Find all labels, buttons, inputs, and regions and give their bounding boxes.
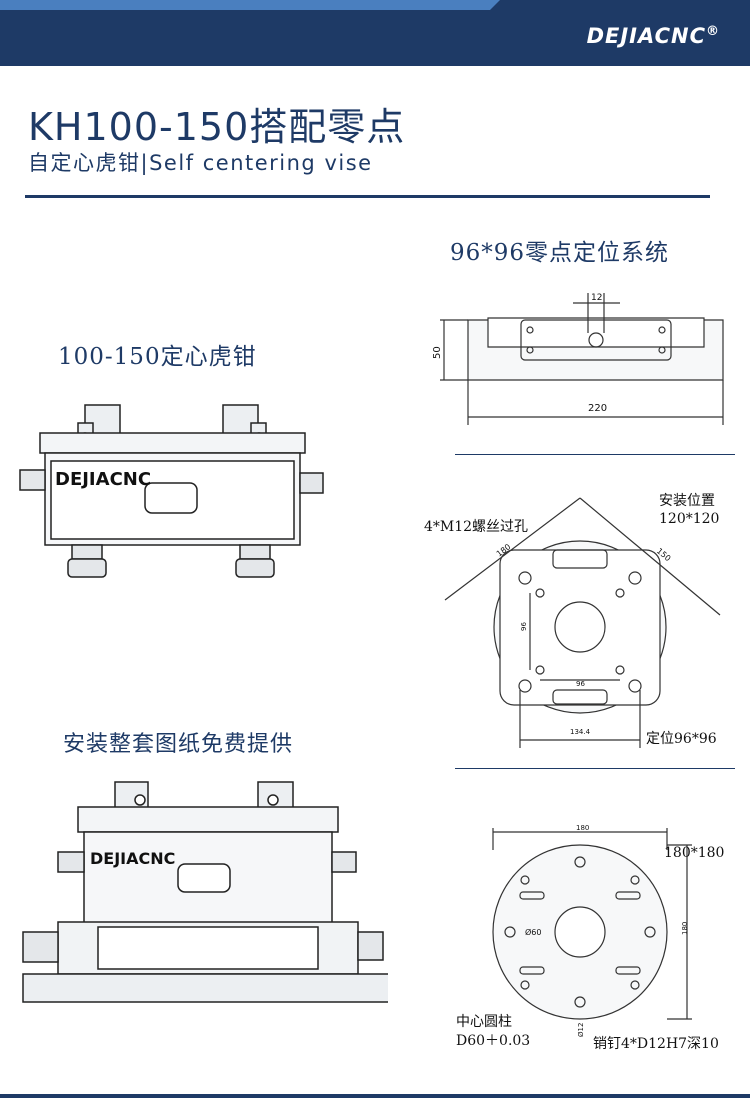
page-title: KH100-150搭配零点 (28, 105, 406, 149)
base-dim-bore: Ø60 (525, 927, 541, 937)
locate-label: 定位96*96 (646, 731, 717, 747)
vise-brand-text: DEJIACNC (55, 469, 151, 490)
base-size-label: 180*180 (664, 845, 725, 861)
center-label: 中心圆柱 (456, 1014, 512, 1030)
base-dim-top: 180 (576, 824, 589, 832)
separator-2 (455, 768, 735, 769)
vise-title: 100-150定心虎钳 (58, 344, 257, 370)
dim-width: 220 (588, 403, 607, 414)
mount-size: 120*120 (659, 511, 720, 527)
brand-logo: DEJIACNC® (586, 24, 720, 48)
vise-illustration: DEJIACNC (19, 404, 324, 578)
system-title: 96*96零点定位系统 (450, 240, 670, 266)
title-rule (25, 195, 710, 198)
base-dim-pin: Ø12 (577, 1023, 585, 1037)
base-vise-brand-text: DEJIACNC (90, 849, 175, 868)
bottom-rule (0, 1094, 750, 1098)
center-value: D60＋0.03 (456, 1033, 531, 1049)
dim-96-v: 96 (520, 622, 528, 631)
header-accent-stripe (0, 0, 750, 10)
mount-label: 安装位置 (659, 493, 715, 509)
hole-label: 4*M12螺丝过孔 (424, 519, 529, 535)
drawings-free-note: 安装整套图纸免费提供 (63, 732, 294, 757)
dim-96-h: 96 (576, 680, 585, 688)
vise-on-base-illustration: DEJIACNC (22, 781, 388, 1003)
dim-134: 134.4 (570, 728, 591, 736)
dim-height: 50 (432, 346, 443, 359)
separator-1 (455, 454, 735, 455)
dim-pin: 12 (591, 293, 602, 303)
pin-label: 销钉4*D12H7深10 (593, 1036, 719, 1052)
base-dim-right: 180 (681, 922, 689, 935)
header-bar (0, 0, 750, 66)
page-subtitle: 自定心虎钳|Self centering vise (28, 151, 373, 175)
side-view-drawing: 220 50 12 (432, 293, 724, 425)
base-drawing: 180 180 Ø60 Ø12 (492, 824, 692, 1037)
top-view-drawing: 134.4 96 96 180 150 (444, 497, 721, 748)
